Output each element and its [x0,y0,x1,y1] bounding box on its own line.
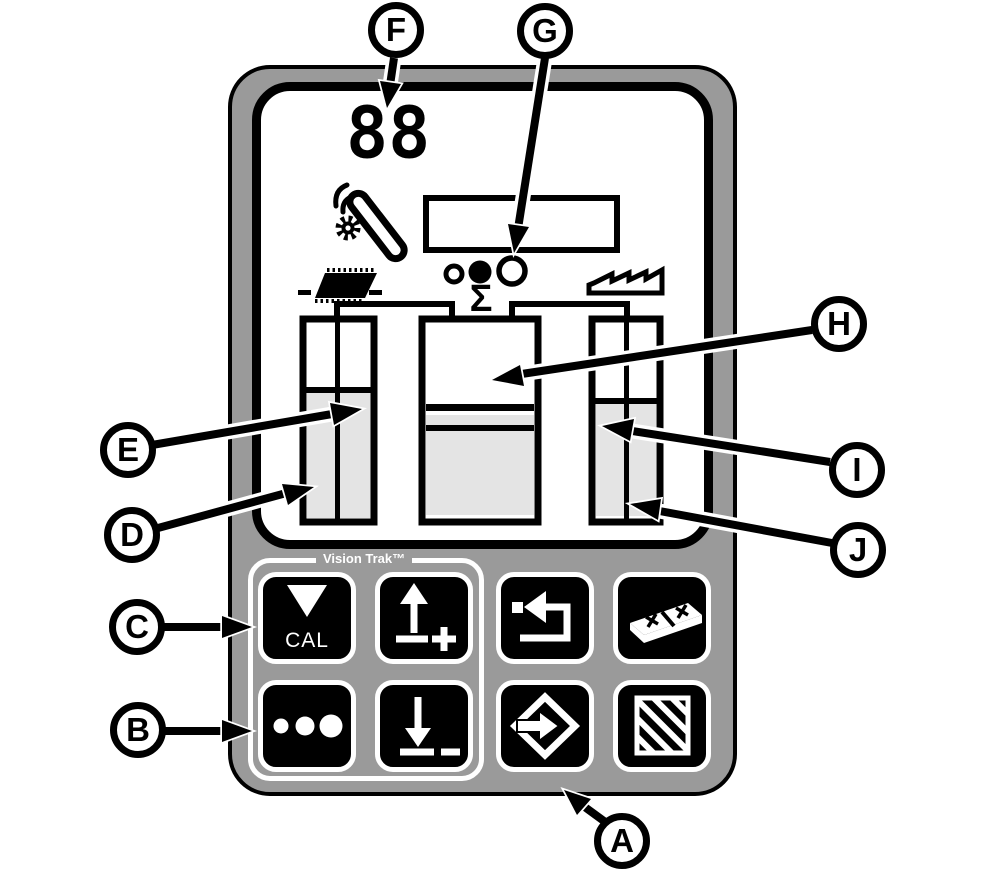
up-arrow-plus-icon [396,583,456,651]
callout-d: D [104,507,160,563]
three-dots-icon [273,714,343,738]
cal-button-label: CAL [285,629,329,652]
brand-label: Vision Trak™ [316,551,413,566]
down-arrow-minus-icon [400,697,460,756]
decrement-button[interactable] [375,680,473,772]
callout-b-label: B [126,711,150,748]
callout-h: H [811,296,867,352]
cal-button[interactable]: CAL [258,572,356,664]
callout-b: B [110,702,166,758]
callout-e: E [100,422,156,478]
callout-j-label: J [848,531,868,568]
callout-c-label: C [125,608,149,645]
callout-g-label: G [532,12,558,49]
callout-g: G [517,3,573,59]
down-triangle-cal-icon [287,585,327,617]
return-arrow-icon [512,591,571,642]
enter-button[interactable] [496,680,594,772]
recall-button[interactable] [496,572,594,664]
callout-h-label: H [827,305,851,342]
callout-a-label: A [610,822,634,859]
seven-segment-counter: 88 [346,91,431,175]
callout-a: A [594,813,650,869]
callout-j: J [830,522,886,578]
callout-i-label: I [852,451,862,488]
callout-f-label: F [385,11,407,48]
enter-diamond-icon [509,692,581,760]
area-button[interactable] [613,572,711,664]
sum-symbol: Σ [469,278,493,320]
increment-button[interactable] [375,572,473,664]
callout-c: C [109,599,165,655]
callout-i: I [829,442,885,498]
field-map-icon [630,603,702,643]
callout-e-label: E [116,431,139,468]
hatched-square-icon [634,695,691,756]
row-select-button[interactable] [258,680,356,772]
callout-f: F [368,2,424,58]
display-button[interactable] [613,680,711,772]
callout-d-label: D [120,516,144,553]
